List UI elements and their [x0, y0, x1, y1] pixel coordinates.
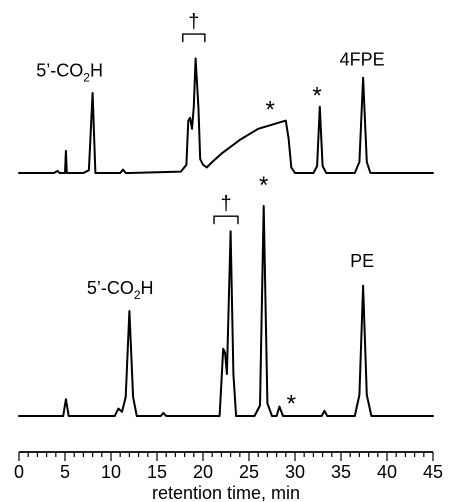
x-tick-label: 35: [331, 462, 351, 482]
peak-bracket: [213, 215, 239, 225]
chromatogram-trace-1: [18, 57, 434, 174]
chromatogram-trace-2: [18, 205, 434, 417]
x-tick-label: 40: [377, 462, 397, 482]
x-tick-label: 30: [285, 462, 305, 482]
peak-label: 5’-CO2H: [87, 278, 154, 302]
dagger-marker: †: [220, 193, 231, 215]
x-tick-label: 15: [147, 462, 167, 482]
x-axis: 0 5 10 15 20 25 30 35 40 45: [14, 451, 443, 482]
dagger-marker: †: [188, 11, 199, 33]
x-tick-label: 20: [193, 462, 213, 482]
peak-label: 5’-CO2H: [36, 60, 103, 84]
impurity-marker: *: [259, 172, 268, 199]
peak-label: 4FPE: [340, 49, 385, 69]
trace-layer: [18, 57, 434, 417]
x-tick-label: 25: [239, 462, 259, 482]
impurity-marker: *: [265, 97, 274, 124]
impurity-marker: *: [312, 83, 321, 110]
peak-bracket: [182, 33, 206, 43]
x-axis-label: retention time, min: [152, 483, 300, 502]
x-tick-label: 10: [101, 462, 121, 482]
annotation-layer: 5’-CO2H 4FPE * * † 5’-CO2H PE * * †: [36, 11, 384, 417]
x-tick-label: 5: [60, 462, 70, 482]
peak-label: PE: [350, 251, 374, 271]
x-tick-label: 0: [14, 462, 24, 482]
impurity-marker: *: [287, 390, 296, 417]
x-tick-label: 45: [423, 462, 443, 482]
